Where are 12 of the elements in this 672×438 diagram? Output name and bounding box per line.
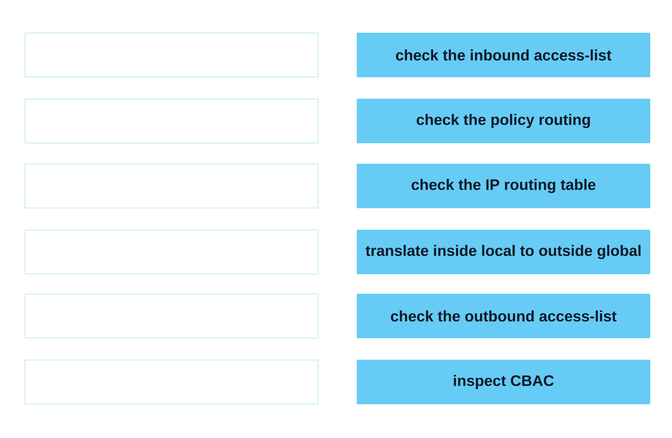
option-box: check the policy routing — [356, 98, 650, 144]
answer-box — [24, 164, 318, 208]
option-box: translate inside local to outside global — [356, 230, 650, 274]
option-box: check the inbound access-list — [356, 32, 650, 78]
answer-box — [24, 32, 318, 78]
answer-box — [24, 360, 318, 404]
answer-box — [24, 294, 318, 338]
option-box: check the outbound access-list — [356, 294, 650, 338]
answer-box — [24, 230, 318, 274]
option-box: inspect CBAC — [356, 360, 650, 404]
option-box: check the IP routing table — [356, 164, 650, 208]
answer-box — [24, 98, 318, 144]
